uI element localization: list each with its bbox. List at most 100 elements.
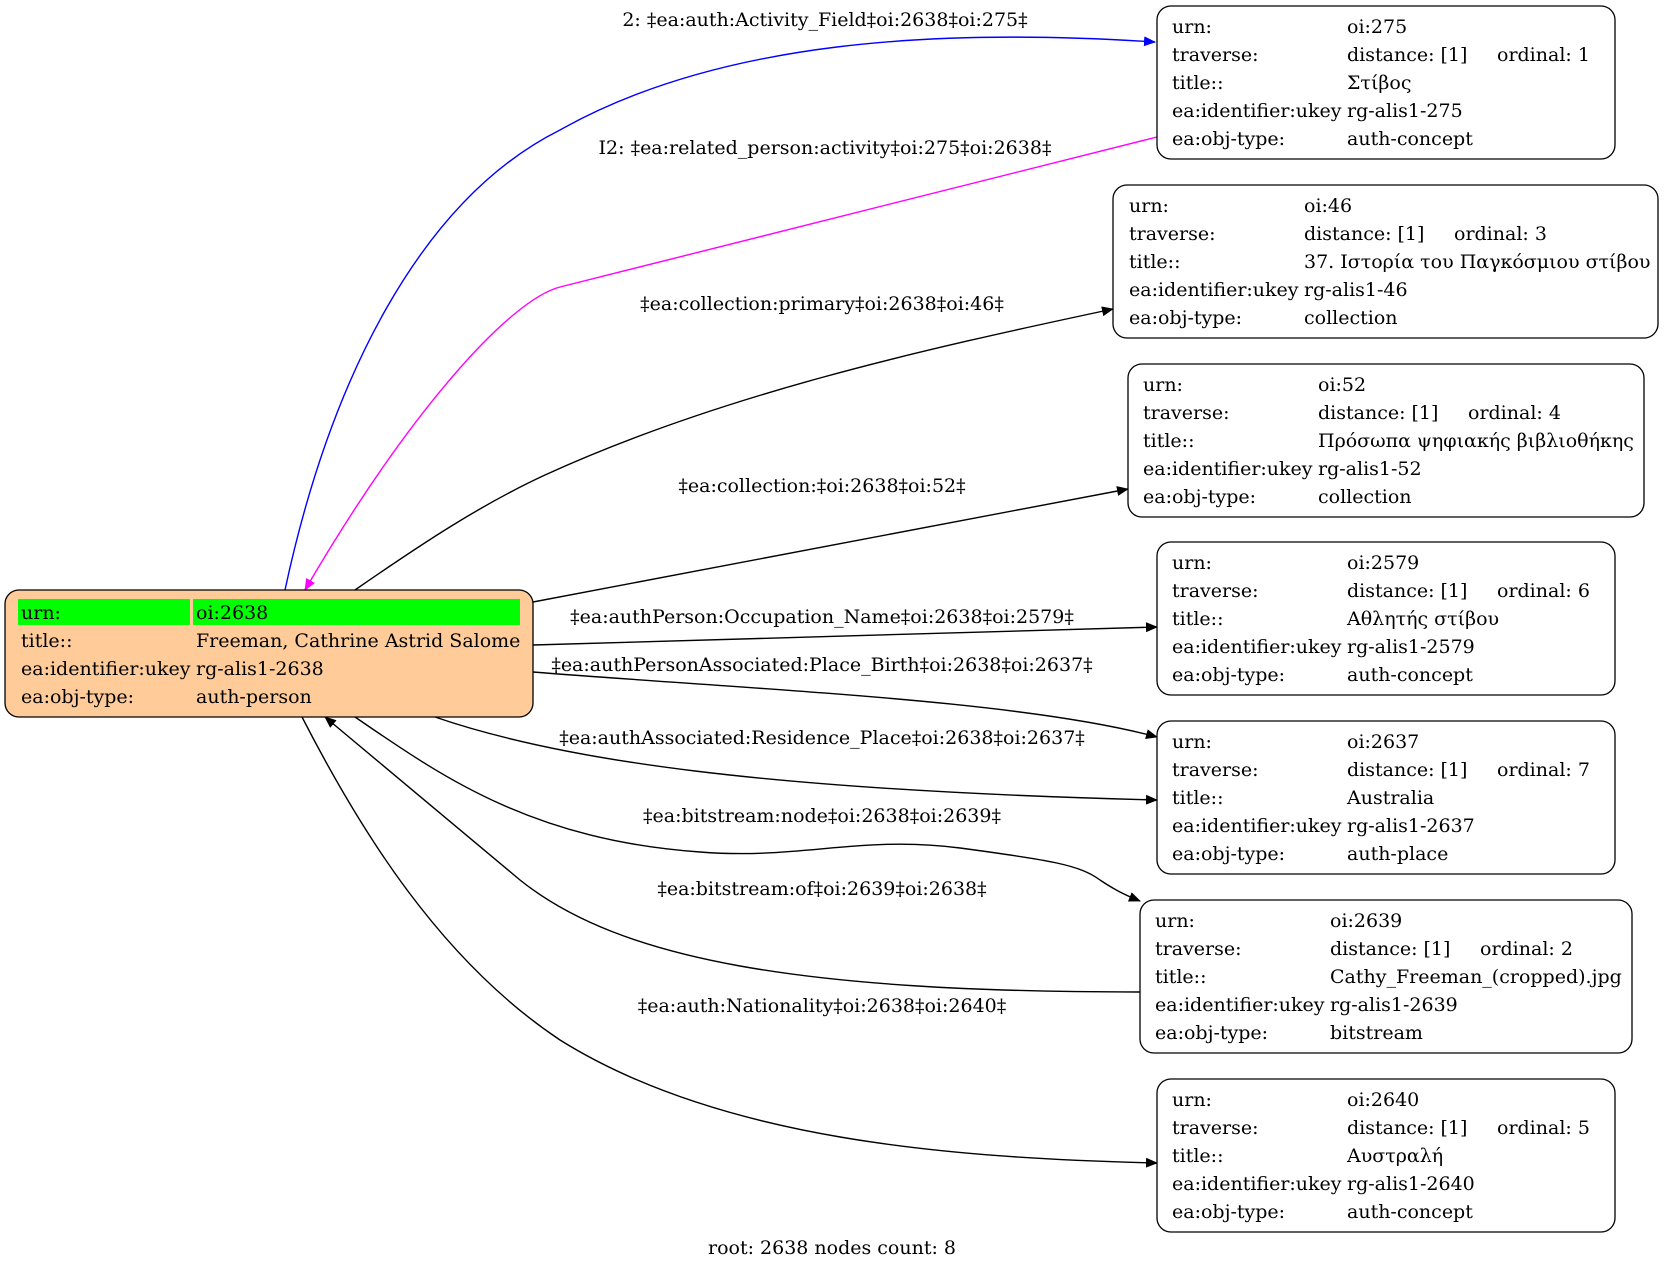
node-oi46-box <box>1112 184 1659 339</box>
edge-bitstream-of-line <box>324 716 1141 993</box>
node-oi2637[interactable]: urn: oi:2637 traverse: distance: [1] ord… <box>1156 720 1616 875</box>
node-distance-value: distance: [1] <box>1318 402 1438 424</box>
root-ukey-key: ea:identifier:ukey <box>21 658 191 680</box>
edge-collection-primary-line <box>354 306 1114 591</box>
node-oi52[interactable]: urn: oi:52 traverse: distance: [1] ordin… <box>1127 363 1645 518</box>
node-ukey-key: ea:identifier:ukey <box>1172 815 1342 837</box>
node-title-key: title:: <box>1143 430 1194 452</box>
node-objtype-key: ea:obj-type: <box>1172 664 1285 686</box>
node-objtype-value: auth-concept <box>1347 1201 1473 1223</box>
root-node[interactable]: urn: oi:2638 title:: Freeman, Cathrine A… <box>4 589 534 718</box>
node-objtype-value: bitstream <box>1330 1022 1423 1044</box>
node-oi2579[interactable]: urn: oi:2579 traverse: distance: [1] ord… <box>1156 541 1616 696</box>
node-distance-value: distance: [1] <box>1347 1117 1467 1139</box>
edge-occupation[interactable]: ‡ea:authPerson:Occupation_Name‡oi:2638‡o… <box>532 606 1158 646</box>
node-ukey-key: ea:identifier:ukey <box>1172 100 1342 122</box>
edge-place-birth-label: ‡ea:authPersonAssociated:Place_Birth‡oi:… <box>551 654 1092 676</box>
graph-footer: root: 2638 nodes count: 8 <box>708 1237 956 1259</box>
root-objtype-value: auth-person <box>196 686 312 708</box>
node-oi2639-box <box>1139 899 1633 1054</box>
root-title-value: Freeman, Cathrine Astrid Salome <box>196 630 520 652</box>
node-urn-value: oi:52 <box>1318 374 1366 396</box>
node-urn-value: oi:46 <box>1304 195 1352 217</box>
edge-activity-field[interactable]: 2: ‡ea:auth:Activity_Field‡oi:2638‡oi:27… <box>284 9 1156 591</box>
node-ordinal-value: ordinal: 6 <box>1497 580 1590 602</box>
node-traverse-key: traverse: <box>1129 223 1216 245</box>
node-urn-key: urn: <box>1172 16 1212 38</box>
node-oi2640[interactable]: urn: oi:2640 traverse: distance: [1] ord… <box>1156 1078 1616 1233</box>
edge-place-birth[interactable]: ‡ea:authPersonAssociated:Place_Birth‡oi:… <box>532 654 1158 739</box>
node-oi2579-box <box>1156 541 1616 696</box>
node-objtype-value: auth-concept <box>1347 128 1473 150</box>
node-objtype-value: collection <box>1318 486 1412 508</box>
edge-collection-primary-label: ‡ea:collection:primary‡oi:2638‡oi:46‡ <box>640 293 1004 315</box>
node-traverse-key: traverse: <box>1172 759 1259 781</box>
node-traverse-key: traverse: <box>1143 402 1230 424</box>
edge-bitstream-node[interactable]: ‡ea:bitstream:node‡oi:2638‡oi:2639‡ <box>354 716 1141 902</box>
node-oi2639[interactable]: urn: oi:2639 traverse: distance: [1] ord… <box>1139 899 1633 1054</box>
node-ordinal-value: ordinal: 4 <box>1468 402 1561 424</box>
edge-bitstream-node-label: ‡ea:bitstream:node‡oi:2638‡oi:2639‡ <box>643 805 1001 827</box>
node-title-key: title:: <box>1172 608 1223 630</box>
node-oi275[interactable]: urn: oi:275 traverse: distance: [1] ordi… <box>1156 5 1616 160</box>
node-urn-value: oi:2639 <box>1330 910 1402 932</box>
node-urn-key: urn: <box>1172 731 1212 753</box>
node-urn-key: urn: <box>1172 552 1212 574</box>
edge-bitstream-of-label: ‡ea:bitstream:of‡oi:2639‡oi:2638‡ <box>657 878 986 900</box>
edge-nationality[interactable]: ‡ea:auth:Nationality‡oi:2638‡oi:2640‡ <box>301 716 1158 1168</box>
node-urn-key: urn: <box>1129 195 1169 217</box>
node-ukey-value: rg-alis1-52 <box>1318 458 1422 480</box>
node-ukey-key: ea:identifier:ukey <box>1143 458 1313 480</box>
node-title-value: 37. Ιστορία του Παγκόσμιου στίβου <box>1304 251 1650 273</box>
edge-related-person-label: I2: ‡ea:related_person:activity‡oi:275‡o… <box>599 137 1052 159</box>
node-ordinal-value: ordinal: 7 <box>1497 759 1590 781</box>
edge-occupation-label: ‡ea:authPerson:Occupation_Name‡oi:2638‡o… <box>570 606 1074 628</box>
root-objtype-key: ea:obj-type: <box>21 686 134 708</box>
node-urn-key: urn: <box>1172 1089 1212 1111</box>
node-ordinal-value: ordinal: 5 <box>1497 1117 1590 1139</box>
node-distance-value: distance: [1] <box>1347 759 1467 781</box>
node-objtype-key: ea:obj-type: <box>1172 1201 1285 1223</box>
node-traverse-key: traverse: <box>1172 44 1259 66</box>
edge-collection-label: ‡ea:collection:‡oi:2638‡oi:52‡ <box>678 475 965 497</box>
node-ukey-value: rg-alis1-2640 <box>1347 1173 1475 1195</box>
node-title-value: Australia <box>1346 787 1434 809</box>
node-ukey-key: ea:identifier:ukey <box>1155 994 1325 1016</box>
node-objtype-value: collection <box>1304 307 1398 329</box>
node-ukey-key: ea:identifier:ukey <box>1172 636 1342 658</box>
node-objtype-value: auth-concept <box>1347 664 1473 686</box>
root-ukey-value: rg-alis1-2638 <box>196 658 324 680</box>
edge-collection[interactable]: ‡ea:collection:‡oi:2638‡oi:52‡ <box>532 475 1129 603</box>
node-distance-value: distance: [1] <box>1347 580 1467 602</box>
node-objtype-key: ea:obj-type: <box>1155 1022 1268 1044</box>
root-urn-key-highlight <box>18 599 190 625</box>
node-title-key: title:: <box>1129 251 1180 273</box>
edge-residence[interactable]: ‡ea:authAssociated:Residence_Place‡oi:26… <box>434 716 1158 805</box>
node-ukey-value: rg-alis1-2637 <box>1347 815 1475 837</box>
edge-activity-field-line <box>284 36 1156 591</box>
node-traverse-key: traverse: <box>1172 1117 1259 1139</box>
node-urn-key: urn: <box>1155 910 1195 932</box>
root-urn-key: urn: <box>21 602 61 624</box>
node-urn-value: oi:2640 <box>1347 1089 1419 1111</box>
edge-collection-primary[interactable]: ‡ea:collection:primary‡oi:2638‡oi:46‡ <box>354 293 1114 591</box>
node-distance-value: distance: [1] <box>1330 938 1450 960</box>
node-ukey-key: ea:identifier:ukey <box>1172 1173 1342 1195</box>
node-ukey-value: rg-alis1-2639 <box>1330 994 1458 1016</box>
node-traverse-key: traverse: <box>1155 938 1242 960</box>
node-objtype-key: ea:obj-type: <box>1172 128 1285 150</box>
node-ordinal-value: ordinal: 1 <box>1497 44 1590 66</box>
edge-related-person[interactable]: I2: ‡ea:related_person:activity‡oi:275‡o… <box>304 136 1158 591</box>
node-ukey-value: rg-alis1-46 <box>1304 279 1408 301</box>
node-title-key: title:: <box>1155 966 1206 988</box>
node-title-value: Αυστραλή <box>1346 1145 1443 1167</box>
edge-place-birth-line <box>532 671 1158 739</box>
node-ukey-key: ea:identifier:ukey <box>1129 279 1299 301</box>
node-objtype-value: auth-place <box>1347 843 1448 865</box>
node-objtype-key: ea:obj-type: <box>1129 307 1242 329</box>
edge-bitstream-of[interactable]: ‡ea:bitstream:of‡oi:2639‡oi:2638‡ <box>324 716 1141 993</box>
node-urn-value: oi:2637 <box>1347 731 1419 753</box>
node-ordinal-value: ordinal: 2 <box>1480 938 1573 960</box>
node-oi46[interactable]: urn: oi:46 traverse: distance: [1] ordin… <box>1112 184 1659 339</box>
edge-bitstream-node-line <box>354 716 1141 902</box>
